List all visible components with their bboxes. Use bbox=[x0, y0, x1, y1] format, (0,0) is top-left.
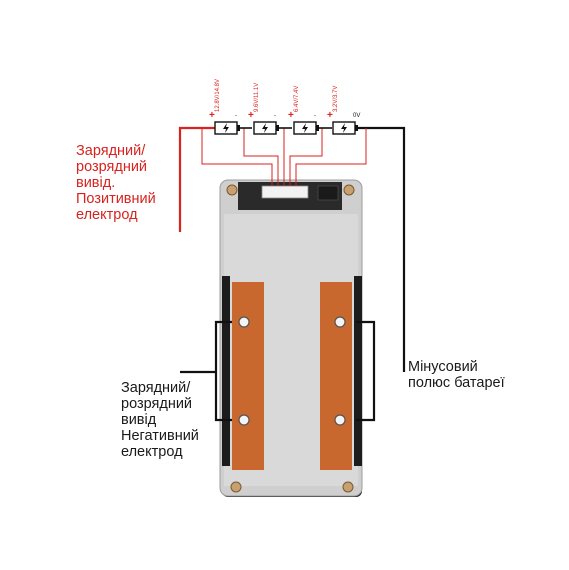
cell-terminal bbox=[276, 125, 279, 131]
copper-pad-right bbox=[320, 282, 352, 470]
mount-hole-bottom-left bbox=[230, 481, 242, 493]
screw-hole-left-bottom bbox=[238, 414, 250, 426]
lightning-icon bbox=[223, 123, 229, 133]
tap-voltage-label: 6.4V/7.4V bbox=[294, 86, 300, 112]
balance-connector bbox=[261, 185, 309, 199]
side-strip-left bbox=[222, 276, 230, 466]
balance-lead-wires bbox=[201, 128, 367, 186]
tap-voltage-label: 9.6V/11.1V bbox=[254, 83, 260, 112]
battery-cell-icon: +0V 3.2V/3.7V bbox=[327, 86, 360, 135]
tap-minus-sign: 0V bbox=[353, 113, 360, 119]
tap-minus-sign: - bbox=[235, 113, 237, 119]
bms-board bbox=[219, 179, 363, 497]
tap-plus-sign: + bbox=[209, 110, 215, 121]
label-negative-electrode: Зарядний/ розрядний вивід Негативний еле… bbox=[121, 380, 199, 460]
screw-hole-left-top bbox=[238, 316, 250, 328]
tap-voltage-label: 3.2V/3.7V bbox=[333, 86, 339, 112]
screw-hole-right-top bbox=[334, 316, 346, 328]
lightning-icon bbox=[302, 123, 308, 133]
tap-plus-sign: + bbox=[288, 110, 294, 121]
tap-voltage-label: 12.8V/14.8V bbox=[215, 79, 221, 112]
battery-cell-icon: + - 12.8V/14.8V bbox=[209, 79, 240, 135]
tap-minus-sign: - bbox=[314, 113, 316, 119]
copper-pad-left bbox=[232, 282, 264, 470]
cell-terminal bbox=[355, 125, 358, 131]
cell-terminal bbox=[316, 125, 319, 131]
label-positive-electrode: Зарядний/ розрядний вивід. Позитивний ел… bbox=[76, 143, 156, 223]
side-strip-right bbox=[354, 276, 362, 466]
lightning-icon bbox=[341, 123, 347, 133]
mount-hole-top-left bbox=[226, 184, 238, 196]
cell-terminal bbox=[237, 125, 240, 131]
battery-cell-icon: + - 6.4V/7.4V bbox=[288, 86, 319, 135]
tap-minus-sign: - bbox=[274, 113, 276, 119]
label-battery-negative: Мінусовий полюс батареї bbox=[408, 359, 505, 391]
cell-group: +-12.8V/14.8V+-9.6V/11.1V+-6.4V/7.4V+0V3… bbox=[209, 79, 360, 135]
output-negative-wire bbox=[180, 320, 232, 422]
chip bbox=[317, 185, 339, 201]
mount-hole-bottom-right bbox=[342, 481, 354, 493]
lightning-icon bbox=[262, 123, 268, 133]
mount-hole-top-right bbox=[343, 184, 355, 196]
battery-cell-icon: + - 9.6V/11.1V bbox=[248, 83, 279, 135]
tap-plus-sign: + bbox=[327, 110, 333, 121]
battery-negative-wire bbox=[356, 126, 406, 422]
positive-wire bbox=[178, 126, 218, 232]
tap-plus-sign: + bbox=[248, 110, 254, 121]
screw-hole-right-bottom bbox=[334, 414, 346, 426]
